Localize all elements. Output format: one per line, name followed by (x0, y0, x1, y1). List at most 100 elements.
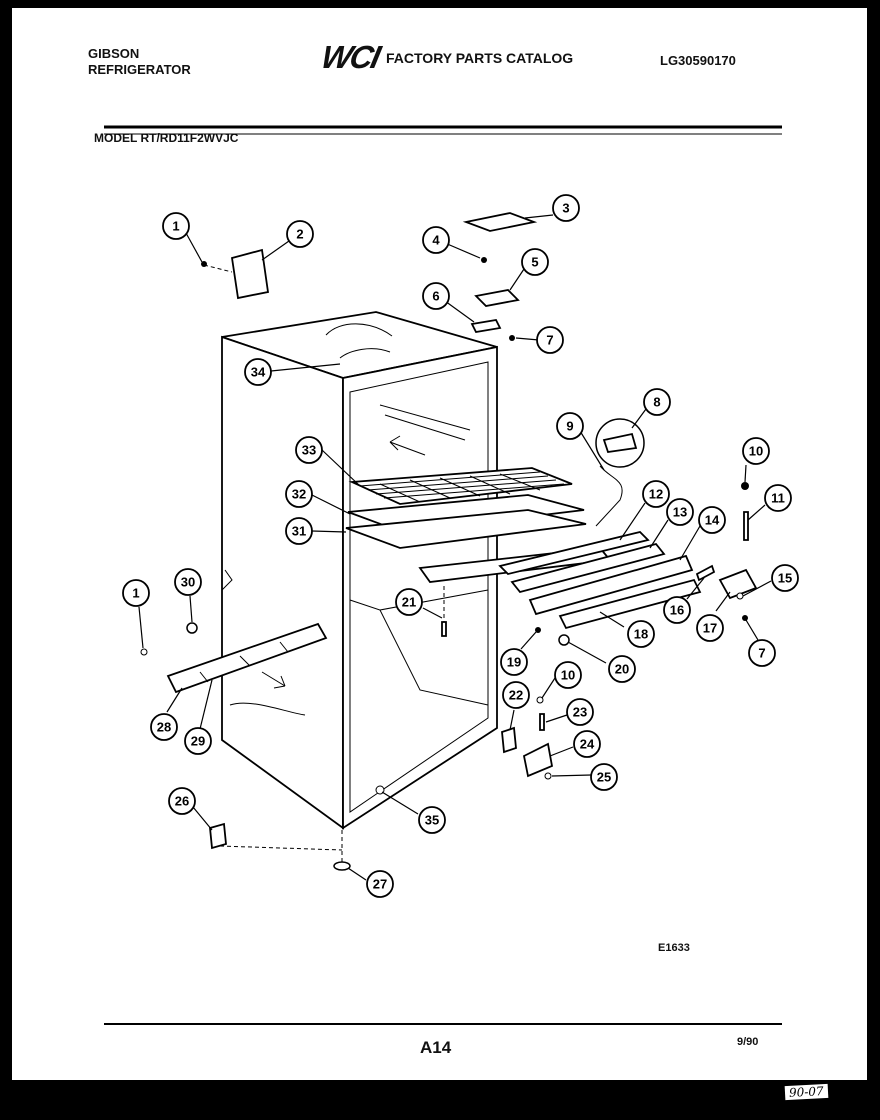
callout-31: 31 (285, 517, 313, 545)
handwritten-note: 90-07 (784, 1083, 828, 1101)
callout-balloon (418, 806, 446, 834)
part-10b-nut (536, 696, 544, 704)
callout-23: 23 (566, 698, 594, 726)
callout-balloon (174, 568, 202, 596)
callout-12: 12 (642, 480, 670, 508)
callout-21: 21 (395, 588, 423, 616)
part-21-screw (441, 621, 447, 637)
callout-balloon (422, 226, 450, 254)
part-10-nut (741, 482, 749, 490)
part-19-screw (535, 627, 541, 633)
part-4-screw (481, 257, 487, 263)
callout-balloon (295, 436, 323, 464)
part-1-screw (201, 261, 207, 267)
callout-balloon (666, 498, 694, 526)
part-5-hinge (474, 289, 520, 307)
callout-5: 5 (521, 248, 549, 276)
callout-label: 29 (191, 734, 205, 749)
callout-label: 6 (432, 289, 439, 304)
callout-label: 1 (132, 586, 139, 601)
part-7b-screw (742, 615, 748, 621)
part-20-plug (558, 634, 570, 646)
brand-block: GIBSON REFRIGERATOR (88, 46, 191, 78)
callout-label: 9 (566, 419, 573, 434)
callout-balloon (742, 437, 770, 465)
callout-label: 21 (402, 595, 416, 610)
callout-balloon (366, 870, 394, 898)
part-28-rail (166, 622, 328, 694)
callout-label: 18 (634, 627, 648, 642)
callout-balloon (566, 698, 594, 726)
part-18-trim (558, 578, 702, 630)
callout-10: 10 (742, 437, 770, 465)
callout-balloon (554, 661, 582, 689)
callout-label: 14 (705, 513, 720, 528)
callout-balloon (122, 579, 150, 607)
callout-balloon (552, 194, 580, 222)
callout-1: 1 (162, 212, 190, 240)
callout-label: 34 (251, 365, 266, 380)
callout-32: 32 (285, 480, 313, 508)
callout-balloon (771, 564, 799, 592)
part-7-screw (509, 335, 515, 341)
callout-label: 15 (778, 571, 792, 586)
callout-label: 5 (531, 255, 538, 270)
callout-13: 13 (666, 498, 694, 526)
callout-26: 26 (168, 787, 196, 815)
cabinet-body (221, 311, 498, 830)
callout-balloon (556, 412, 584, 440)
callout-11: 11 (764, 484, 792, 512)
callout-label: 3 (562, 201, 569, 216)
callout-label: 33 (302, 443, 316, 458)
callout-balloon (521, 248, 549, 276)
callout-label: 30 (181, 575, 195, 590)
callout-25: 25 (590, 763, 618, 791)
callout-29: 29 (184, 727, 212, 755)
callout-3: 3 (552, 194, 580, 222)
callout-label: 24 (580, 737, 595, 752)
callout-16: 16 (663, 596, 691, 624)
leader-lines (138, 214, 772, 881)
callout-27: 27 (366, 870, 394, 898)
part-2-bracket (230, 248, 270, 300)
callout-label: 16 (670, 603, 684, 618)
figure-code: E1633 (658, 942, 690, 954)
callout-balloon (698, 506, 726, 534)
callout-balloon (422, 282, 450, 310)
part-15-washer (736, 592, 744, 600)
part-8-leader (595, 465, 623, 527)
callout-balloon (536, 326, 564, 354)
callout-label: 19 (507, 655, 521, 670)
callout-label: 27 (373, 877, 387, 892)
callout-9: 9 (556, 412, 584, 440)
callout-label: 1 (172, 219, 179, 234)
callout-15: 15 (771, 564, 799, 592)
callout-balloon (696, 614, 724, 642)
callout-label: 20 (615, 662, 629, 677)
callout-balloon (285, 480, 313, 508)
part-26-leader-dash (219, 845, 343, 851)
callout-label: 11 (771, 491, 785, 506)
part-30-grommet (186, 622, 198, 634)
callout-label: 13 (673, 505, 687, 520)
callout-balloon (748, 639, 776, 667)
callout-label: 10 (561, 668, 575, 683)
callout-label: 22 (509, 688, 523, 703)
callout-label: 17 (703, 621, 717, 636)
callout-balloon (395, 588, 423, 616)
callout-balloon (590, 763, 618, 791)
callout-label: 28 (157, 720, 171, 735)
callout-34: 34 (244, 358, 272, 386)
callout-label: 4 (432, 233, 440, 248)
callout-28: 28 (150, 713, 178, 741)
catalog-part-number: LG30590170 (660, 53, 736, 68)
callout-35: 35 (418, 806, 446, 834)
callout-label: 32 (292, 487, 306, 502)
callout-balloon (150, 713, 178, 741)
wire-shelf (348, 467, 573, 505)
callout-balloon (184, 727, 212, 755)
callout-22: 22 (502, 681, 530, 709)
part-28-arrow (261, 671, 286, 689)
callout-label: 8 (653, 395, 660, 410)
